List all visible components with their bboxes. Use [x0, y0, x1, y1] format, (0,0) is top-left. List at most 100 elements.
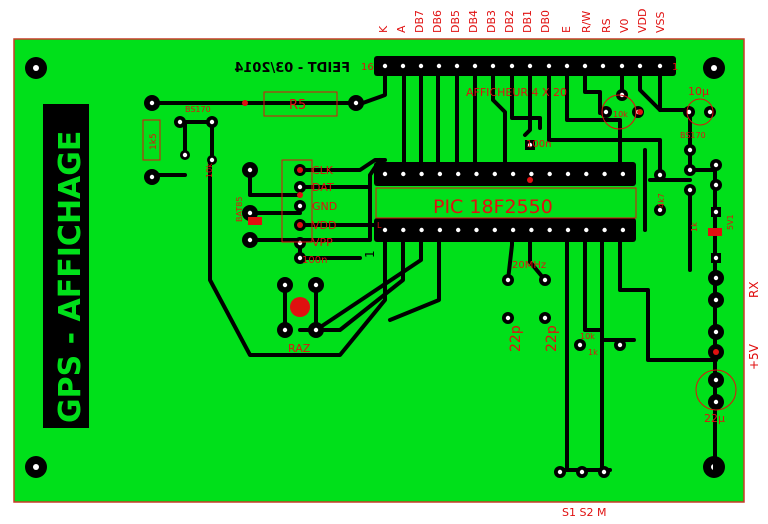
lcd-pin-label: RS — [600, 18, 613, 33]
pad-hole — [637, 63, 643, 69]
r15-label: 1k5 — [149, 133, 159, 150]
pad-hole — [382, 227, 388, 233]
bottom-pins-label: S1 S2 M — [562, 506, 606, 519]
pad-hole — [584, 171, 589, 177]
lcd-pin-label: DB7 — [413, 10, 426, 33]
pad-hole — [437, 227, 443, 233]
zener-label: 5V1 — [726, 214, 735, 230]
mirrored-date-text: FEIDT - 03/2014 — [234, 61, 350, 76]
pad-hole — [713, 209, 719, 215]
pad-hole — [713, 329, 719, 335]
pad-hole — [529, 171, 534, 177]
pad-hole — [182, 152, 188, 158]
pin1-label: 1 — [672, 62, 678, 73]
pad-hole — [297, 240, 303, 246]
r1k-label: 1k — [588, 348, 598, 357]
pad-hole — [713, 399, 719, 405]
pad-hole — [713, 377, 719, 383]
pad-hole — [657, 63, 663, 69]
pad-hole — [713, 275, 719, 281]
lcd-pin-label: DB6 — [431, 10, 444, 33]
pad-hole — [620, 171, 626, 177]
pad-hole — [456, 171, 461, 177]
r5-label: R5 — [289, 98, 306, 113]
pad-hole — [282, 282, 288, 288]
pad-hole — [687, 147, 693, 153]
pad-hole — [209, 119, 215, 125]
lcd-pin-label: DB2 — [503, 10, 516, 33]
lcd-pin-label: V0 — [618, 18, 631, 33]
pad-hole — [419, 171, 424, 177]
c100n-a-label: 100n — [526, 139, 551, 150]
pad-hole — [177, 119, 183, 125]
pad-hole — [527, 63, 533, 69]
pot-label: 10k — [613, 110, 628, 119]
pad-hole — [579, 469, 585, 475]
pad-hole — [209, 157, 215, 163]
pad-hole — [353, 100, 359, 106]
c22p-a-label: 22p — [508, 325, 524, 352]
c10u-label: 10µ — [688, 85, 709, 98]
lcd-pin-label: DB0 — [539, 10, 552, 33]
led-mark: L — [377, 221, 382, 230]
pad-hole — [149, 174, 155, 180]
pad-hole — [546, 63, 552, 69]
lcd-pin-label: A — [395, 25, 408, 33]
clk-label: CLK — [312, 164, 334, 177]
gnd-label: GND — [312, 200, 337, 213]
c22p-b-label: 22p — [544, 325, 560, 352]
mounting-holes — [25, 57, 725, 478]
pad-hole — [474, 227, 479, 233]
pad-hole — [400, 63, 406, 69]
pad-hole — [436, 63, 442, 69]
pad-hole — [602, 171, 607, 177]
pad-hole — [529, 227, 534, 233]
pad-hole — [382, 63, 388, 69]
pad-hole — [247, 237, 253, 243]
lcd-pin-label: DB4 — [467, 10, 480, 33]
pad-hole — [542, 277, 548, 283]
pad-hole — [565, 227, 571, 233]
pad-hole — [713, 297, 719, 303]
dat-label: DAT — [312, 181, 334, 194]
pad-hole — [492, 171, 497, 177]
pad-hole — [149, 100, 155, 106]
bat85-label: BAT85 — [235, 197, 244, 222]
display-label: AFFICHEUR 4 X 20 — [466, 86, 567, 99]
pad-hole — [557, 469, 563, 475]
component-outlines — [142, 91, 737, 411]
pad-hole — [474, 171, 479, 177]
r10k-b-label: 10k — [205, 163, 214, 178]
pad-hole — [687, 187, 693, 193]
pad-hole — [582, 63, 588, 69]
pad-hole — [297, 184, 303, 190]
r4k7-label: 4k7 — [657, 193, 666, 208]
pad-hole — [313, 282, 319, 288]
bs170-left-label: BS170 — [185, 105, 211, 114]
pad-hole — [619, 63, 625, 69]
crystal-label: 20MHz — [512, 260, 546, 271]
pic-footprint-top — [374, 162, 636, 186]
lcd-pin-label: R/W — [580, 11, 593, 33]
pad-hole — [686, 109, 692, 115]
pad-hole — [565, 171, 571, 177]
r10k-label: 10k — [580, 332, 595, 341]
pic-footprint-bottom — [374, 218, 636, 242]
pad-hole — [584, 227, 589, 233]
vpp-label: VPP — [312, 236, 333, 249]
pad-hole — [713, 162, 719, 168]
title-box — [43, 104, 89, 428]
lcd-pin-label: K — [377, 25, 390, 33]
pad-hole — [401, 227, 406, 233]
pad-hole — [282, 327, 288, 333]
pad-hole — [313, 327, 319, 333]
pin-one-mark: 1 — [363, 250, 377, 258]
pad-hole — [456, 227, 461, 233]
pcb-board — [13, 38, 745, 503]
pad-hole — [600, 63, 606, 69]
pad-hole — [713, 255, 719, 261]
lcd-pin-label: DB1 — [521, 10, 534, 33]
pad-layer — [144, 60, 724, 478]
pad-hole — [601, 469, 607, 475]
pad-hole — [564, 63, 570, 69]
